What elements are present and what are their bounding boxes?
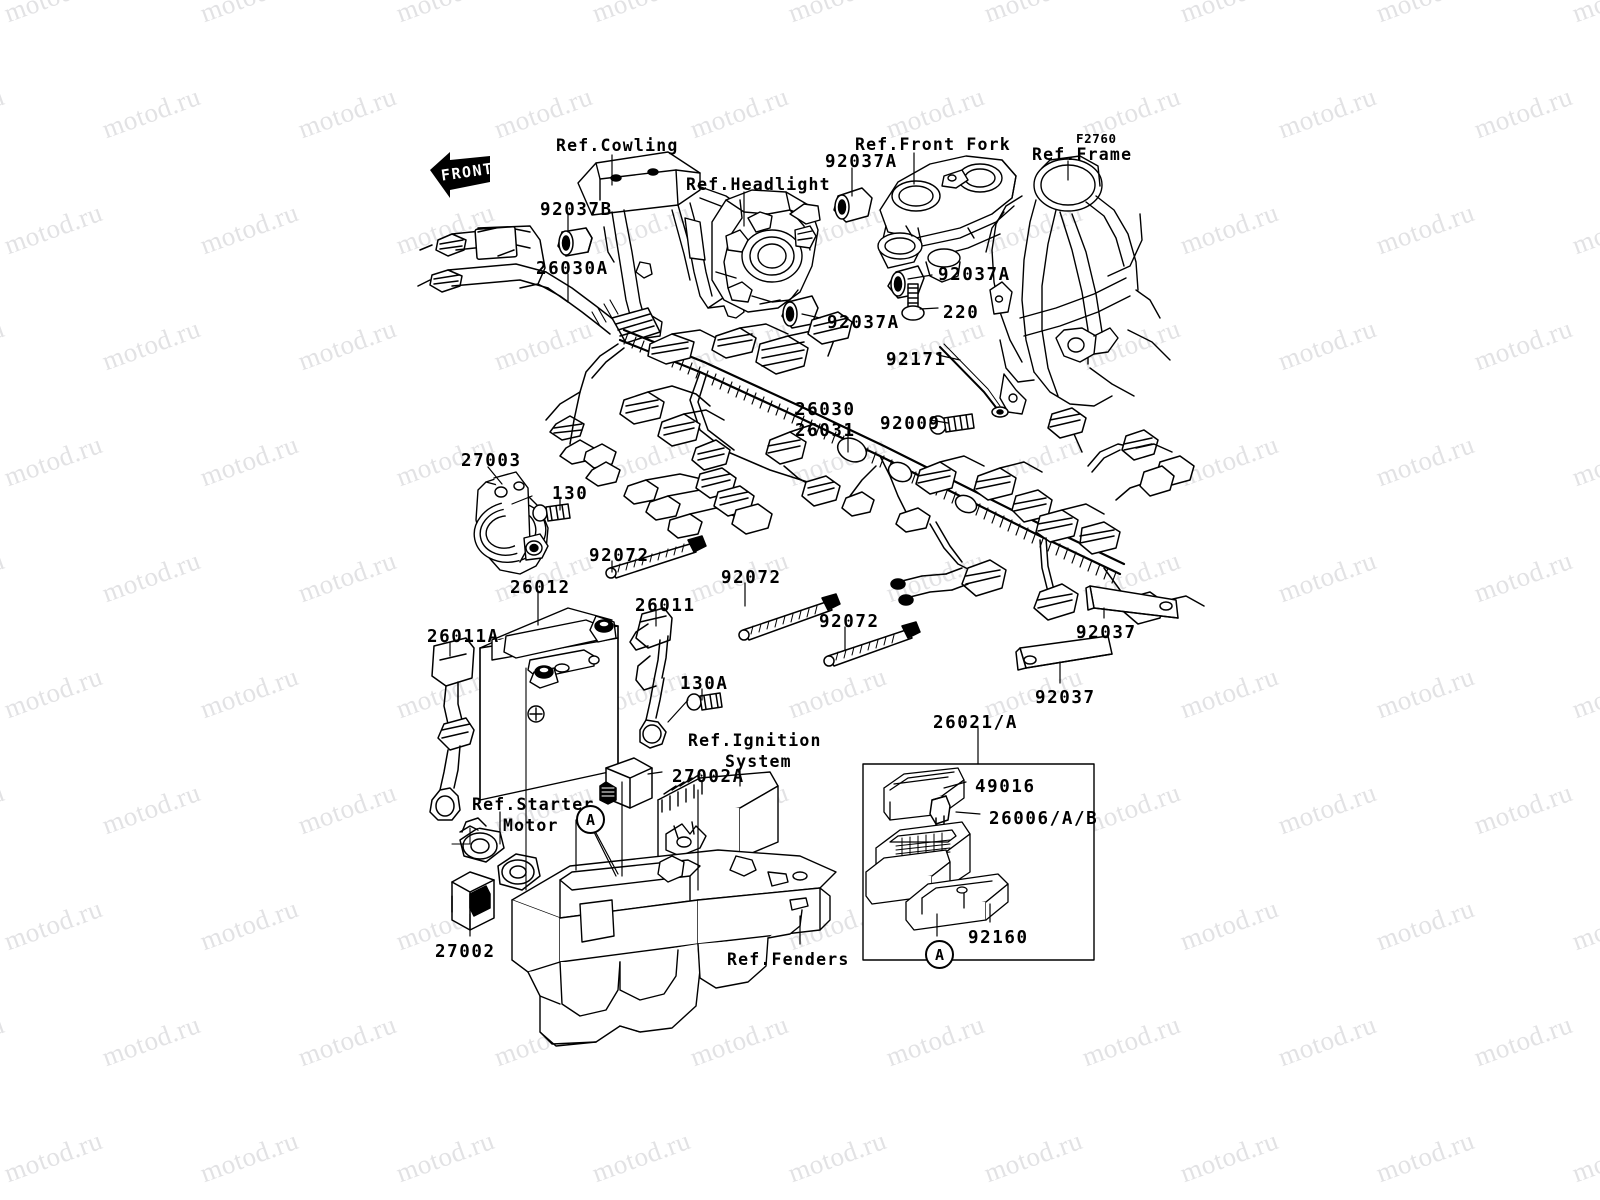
callout-marker-a-upper: A xyxy=(576,805,605,834)
bolt-130-part xyxy=(532,503,571,522)
rear-fender-tray-part xyxy=(511,849,837,1047)
part-label-26030: 26030 xyxy=(795,400,856,420)
ref-label-starter-line1: Ref.Starter xyxy=(472,795,595,814)
frame-code-label: F2760 xyxy=(1076,131,1117,146)
headlight-assembly-part xyxy=(711,189,821,313)
part-label-27002a: 27002A xyxy=(672,767,745,787)
part-label-220: 220 xyxy=(943,303,980,323)
part-label-130: 130 xyxy=(552,484,589,504)
part-label-26012: 26012 xyxy=(510,578,571,598)
front-direction-indicator: FRONT xyxy=(428,148,495,204)
part-label-92037a-top: 92037A xyxy=(825,152,898,172)
junction-box-body-part xyxy=(865,821,971,905)
frame-assembly-part xyxy=(985,155,1171,415)
part-label-92171: 92171 xyxy=(886,350,947,370)
part-label-27003: 27003 xyxy=(461,451,522,471)
cable-tie-92072-b-part xyxy=(738,593,841,641)
fuse-26006-part xyxy=(929,795,951,829)
fuse-box-cover-49016-part xyxy=(883,767,965,821)
subharness-26030a-part xyxy=(417,225,661,344)
part-label-130a: 130A xyxy=(680,674,729,694)
part-label-92037b: 92037B xyxy=(540,200,613,220)
leader-lines xyxy=(449,152,1105,945)
part-label-26031: 26031 xyxy=(795,421,856,441)
part-label-92072-b: 92072 xyxy=(721,568,782,588)
ref-label-front-fork: Ref.Front Fork xyxy=(855,135,1011,154)
clamp-92037b-part xyxy=(557,227,593,257)
battery-cable-26011a-part xyxy=(429,637,475,821)
cable-tie-92072-c-part xyxy=(823,621,921,667)
ref-label-starter-line2: Motor xyxy=(503,816,559,835)
relay-27002a-part xyxy=(599,757,653,809)
horn-27003-part xyxy=(473,471,549,575)
part-label-26021a: 26021/A xyxy=(933,713,1018,733)
part-label-26011a: 26011A xyxy=(427,627,500,647)
clamp-92037-r1-part xyxy=(1085,585,1179,619)
ref-label-ignition-line1: Ref.Ignition xyxy=(688,731,822,750)
part-label-92037-r1: 92037 xyxy=(1076,623,1137,643)
part-label-92072-c: 92072 xyxy=(819,612,880,632)
clamp-92037-r2-part xyxy=(1015,635,1113,671)
ref-label-fenders: Ref.Fenders xyxy=(727,950,850,969)
part-label-49016: 49016 xyxy=(975,777,1036,797)
part-label-26011: 26011 xyxy=(635,596,696,616)
part-label-92160: 92160 xyxy=(968,928,1029,948)
cable-tie-92072-a-part xyxy=(605,535,707,579)
relay-27002-part xyxy=(451,871,495,931)
battery-26012-part xyxy=(479,607,619,801)
ref-label-frame: Ref.Frame xyxy=(1032,145,1133,164)
bolt-130a-part xyxy=(686,692,723,711)
part-label-26030a: 26030A xyxy=(536,259,609,279)
wire-92171-part xyxy=(939,343,1009,418)
ref-label-headlight: Ref.Headlight xyxy=(686,175,831,194)
part-label-92037a-low: 92037A xyxy=(827,313,900,333)
ref-label-cowling: Ref.Cowling xyxy=(556,136,679,155)
part-label-26006ab: 26006/A/B xyxy=(989,809,1099,829)
part-label-92037-r2: 92037 xyxy=(1035,688,1096,708)
clamp-92037a-upper-part xyxy=(833,187,873,223)
part-label-27002: 27002 xyxy=(435,942,496,962)
bolt-220-part xyxy=(901,283,925,321)
ref-label-ignition-line2: System xyxy=(725,752,792,771)
junction-box-tray-92160-part xyxy=(905,873,1009,931)
callout-marker-a-lower: A xyxy=(925,940,954,969)
part-label-92072-a: 92072 xyxy=(589,546,650,566)
part-label-92009: 92009 xyxy=(880,414,941,434)
part-label-92037a-mid: 92037A xyxy=(938,265,1011,285)
battery-cable-26011-part xyxy=(629,607,673,749)
